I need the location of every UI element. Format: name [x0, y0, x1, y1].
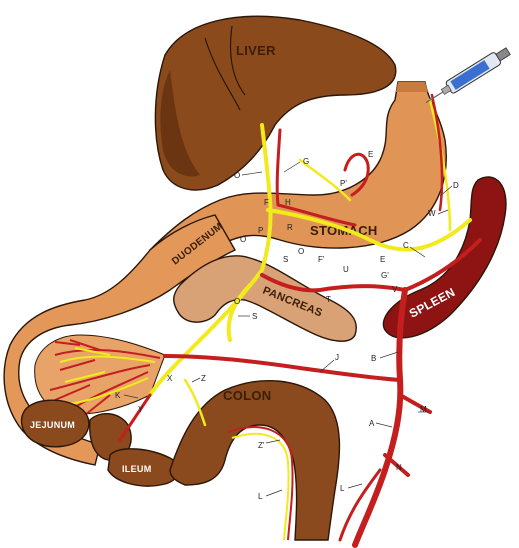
- label-V: V: [392, 285, 398, 294]
- syringe-icon: [422, 45, 512, 108]
- label-R: R: [287, 223, 293, 232]
- ileum-label: ILEUM: [122, 464, 152, 474]
- label-O2: O: [240, 235, 246, 244]
- label-Y: Y: [138, 405, 144, 414]
- label-B: B: [371, 354, 376, 363]
- label-U: U: [343, 265, 349, 274]
- label-M: M: [420, 405, 427, 414]
- label-C: C: [403, 241, 409, 250]
- label-E-top: E: [368, 150, 373, 159]
- label-N: N: [396, 463, 402, 472]
- label-Gp: G': [381, 271, 389, 280]
- label-E: E: [380, 255, 385, 264]
- label-A: A: [369, 419, 375, 428]
- liver-label: LIVER: [236, 43, 276, 58]
- label-L2: L: [340, 484, 345, 493]
- label-T: T: [326, 295, 331, 304]
- label-D: D: [453, 181, 459, 190]
- label-S2: S: [252, 312, 257, 321]
- label-P: P: [258, 226, 263, 235]
- jejunum-label: JEJUNUM: [30, 420, 75, 430]
- label-J: J: [335, 353, 339, 362]
- label-H: H: [285, 198, 291, 207]
- colon: COLON: [170, 381, 339, 540]
- colon-label: COLON: [223, 388, 271, 403]
- label-S: S: [283, 255, 288, 264]
- label-F: F: [264, 198, 269, 207]
- label-K: K: [115, 391, 121, 400]
- label-X: X: [167, 374, 173, 383]
- label-G: G: [303, 157, 309, 166]
- liver: LIVER: [155, 16, 395, 190]
- label-Fp: F': [318, 255, 325, 264]
- label-O: O: [234, 171, 240, 180]
- label-Zp: Z': [258, 441, 265, 450]
- label-L: L: [258, 492, 263, 501]
- small-intestine-loops: JEJUNUM ILEUM: [22, 400, 179, 486]
- label-O3: O: [298, 247, 304, 256]
- label-W: W: [428, 209, 436, 218]
- label-Z: Z: [201, 374, 206, 383]
- label-Pp: P': [340, 179, 347, 188]
- label-O4: O: [234, 297, 240, 306]
